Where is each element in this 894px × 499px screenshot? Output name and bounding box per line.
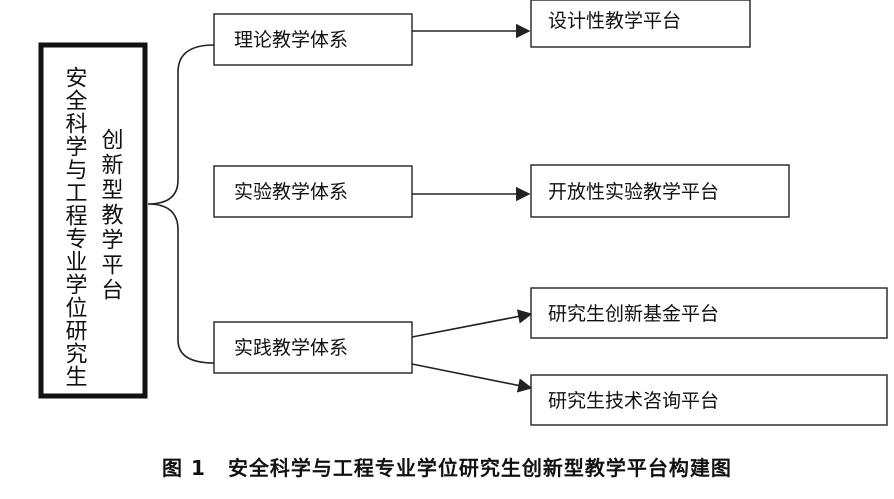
system-node-practice: 实践教学体系	[213, 321, 413, 374]
system-label: 理论教学体系	[234, 29, 348, 51]
system-box	[213, 165, 413, 218]
root-title: 安全科学与工程专业学位研究生	[62, 66, 88, 388]
platform-label: 开放性实验教学平台	[548, 181, 719, 203]
system-box	[213, 13, 413, 66]
arrow-practice-to-innovation	[411, 309, 533, 338]
platform-label: 设计性教学平台	[548, 10, 681, 32]
brace-connector	[147, 44, 215, 364]
platform-node-tech-consulting: 研究生技术咨询平台	[530, 374, 888, 426]
platform-box	[530, 0, 751, 48]
platform-box	[530, 164, 790, 218]
platform-box	[530, 287, 888, 339]
system-box	[213, 321, 413, 374]
figure-caption-text: 安全科学与工程专业学位研究生创新型教学平台构建图	[227, 456, 732, 480]
root-platform: 创新型教学平台	[98, 128, 124, 303]
figure-number: 图 1	[162, 456, 206, 480]
root-box	[38, 42, 148, 399]
system-node-experiment: 实验教学体系	[213, 165, 413, 218]
root-node: 安全科学与工程专业学位研究生 创新型教学平台	[38, 42, 148, 399]
system-label: 实验教学体系	[234, 181, 348, 203]
platform-box	[530, 374, 888, 426]
figure-caption: 图 1 安全科学与工程专业学位研究生创新型教学平台构建图	[0, 452, 894, 481]
platform-node-open-lab: 开放性实验教学平台	[530, 164, 790, 218]
platform-label: 研究生创新基金平台	[548, 303, 719, 325]
system-node-theory: 理论教学体系	[213, 13, 413, 66]
platform-node-design: 设计性教学平台	[530, 0, 751, 48]
system-label: 实践教学体系	[234, 337, 348, 359]
arrow-practice-to-consulting	[411, 363, 533, 393]
platform-node-innovation-fund: 研究生创新基金平台	[530, 287, 888, 339]
platform-label: 研究生技术咨询平台	[548, 390, 719, 412]
